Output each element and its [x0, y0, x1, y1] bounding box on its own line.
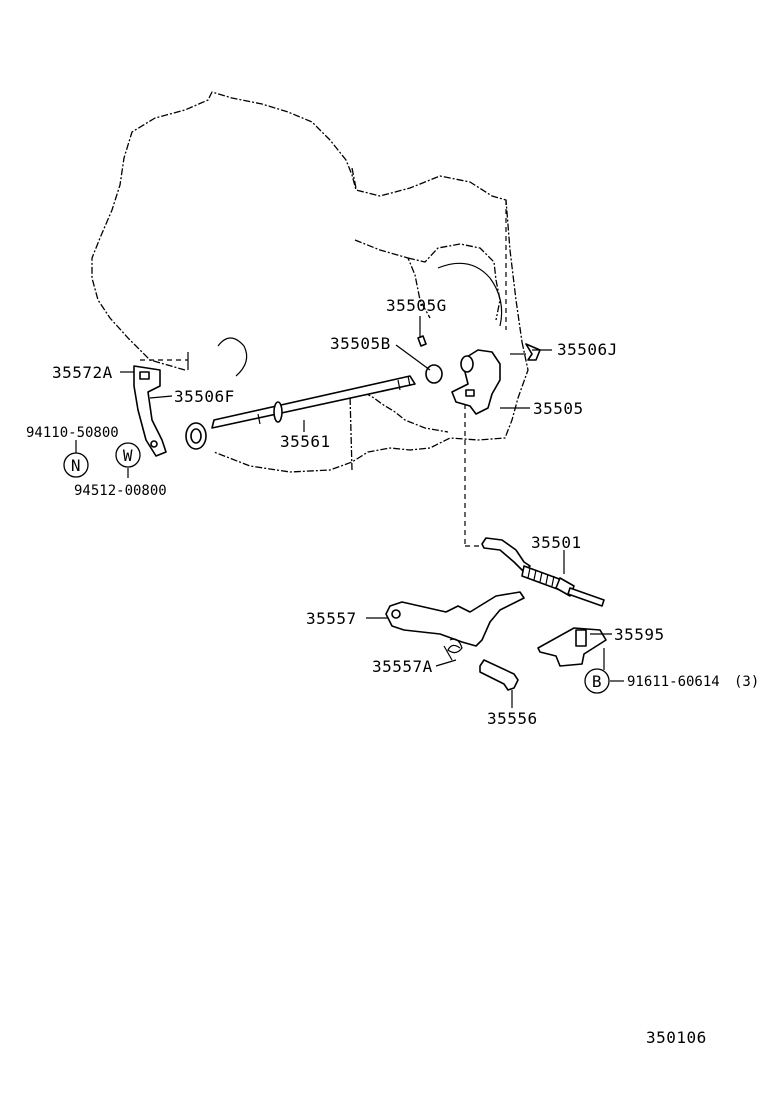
label-91611-qty: (3)	[734, 674, 759, 690]
bracket	[366, 591, 525, 647]
cable-bracket	[537, 627, 607, 667]
label-35572A: 35572A	[52, 363, 113, 382]
label-94110-50800: 94110-50800	[26, 425, 119, 441]
oil-seal	[185, 422, 207, 450]
leader-lines	[75, 316, 624, 708]
clip	[525, 343, 541, 361]
shift-shaft	[211, 375, 416, 429]
label-91611-60614: 91611-60614	[627, 674, 720, 690]
manual-valve-lever	[451, 349, 501, 415]
w-symbol: W	[115, 442, 141, 468]
label-35557: 35557	[306, 609, 357, 628]
label-35505G: 35505G	[386, 296, 447, 315]
label-35505: 35505	[533, 399, 584, 418]
label-35595: 35595	[614, 625, 665, 644]
label-35506F: 35506F	[174, 387, 235, 406]
label-35556: 35556	[487, 709, 538, 728]
pin-and-seal	[417, 335, 443, 384]
label-35506J: 35506J	[557, 340, 618, 359]
cable	[481, 537, 605, 607]
svg-text:B: B	[592, 672, 602, 691]
figure-number: 350106	[646, 1028, 707, 1047]
label-35557A: 35557A	[372, 657, 433, 676]
pin	[479, 659, 519, 691]
n-symbol: N	[63, 452, 89, 478]
spring	[443, 638, 463, 661]
svg-text:W: W	[123, 446, 133, 465]
label-35501: 35501	[531, 533, 582, 552]
label-35505B: 35505B	[330, 334, 391, 353]
svg-text:N: N	[71, 456, 81, 475]
transmission-case-outline	[91, 91, 529, 473]
label-94512-00800: 94512-00800	[74, 483, 167, 499]
control-lever	[133, 365, 167, 457]
b-symbol: B	[584, 668, 610, 694]
label-35561: 35561	[280, 432, 331, 451]
